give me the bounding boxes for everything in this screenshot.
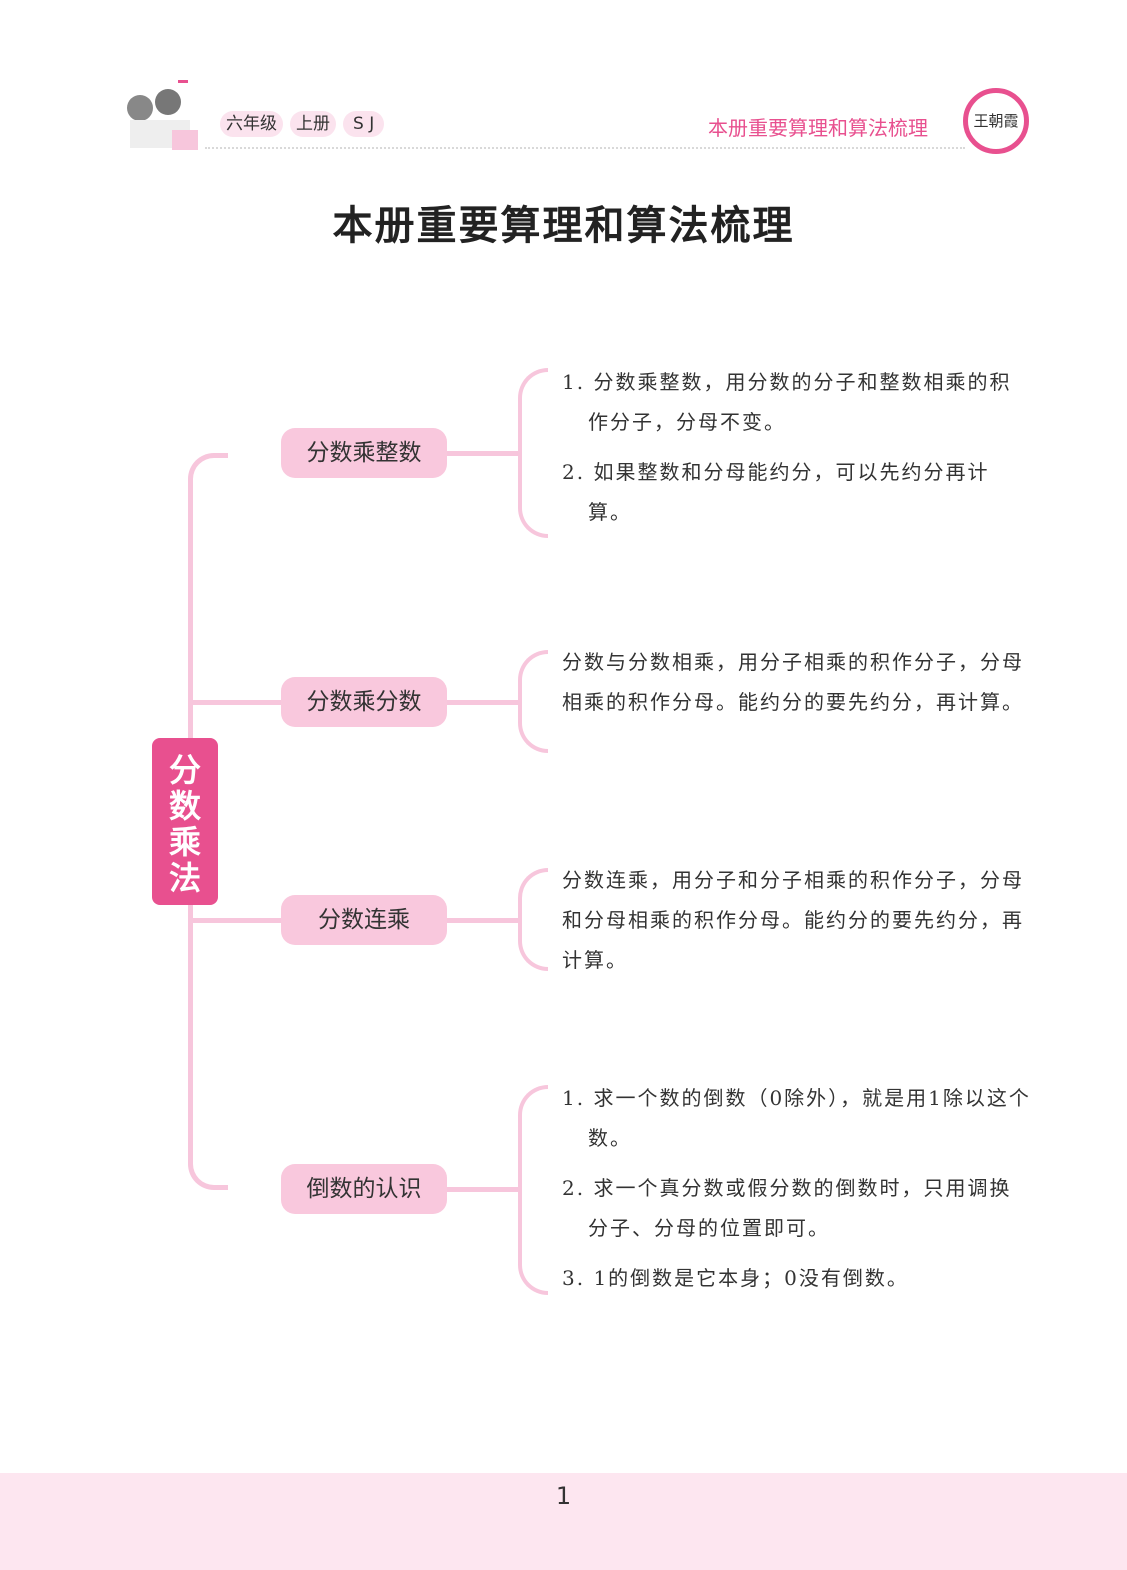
connector — [446, 451, 520, 456]
bracket — [518, 650, 548, 753]
connector — [446, 1187, 520, 1192]
branch-text: 分数连乘，用分子和分子相乘的积作分子，分母和分母相乘的积作分母。能约分的要先约分… — [562, 860, 1032, 990]
bracket — [518, 368, 548, 538]
branch-text: 1. 求一个数的倒数（0除外），就是用1除以这个数。 2. 求一个真分数或假分数… — [562, 1078, 1032, 1308]
rule-item: 1. 分数乘整数，用分数的分子和整数相乘的积作分子，分母不变。 — [562, 370, 1012, 434]
branch-text: 分数与分数相乘，用分子相乘的积作分子，分母相乘的积作分母。能约分的要先约分，再计… — [562, 642, 1032, 732]
page-number: 1 — [555, 1482, 572, 1510]
rule-item: 分数连乘，用分子和分子相乘的积作分子，分母和分母相乘的积作分母。能约分的要先约分… — [562, 868, 1024, 972]
rule-item: 2. 求一个真分数或假分数的倒数时，只用调换分子、分母的位置即可。 — [562, 1176, 1012, 1240]
branch-node: 分数乘整数 — [281, 428, 447, 478]
connector — [446, 700, 520, 705]
volume-label: 上册 — [290, 111, 336, 137]
footer-band — [0, 1473, 1127, 1570]
rule-item: 2. 如果整数和分母能约分，可以先约分再计算。 — [562, 460, 990, 524]
header-divider — [205, 147, 965, 149]
grade-label: 六年级 — [220, 111, 283, 137]
branch-node: 分数乘分数 — [281, 677, 447, 727]
rule-item: 3. 1的倒数是它本身；0没有倒数。 — [562, 1266, 909, 1290]
connector — [446, 918, 520, 923]
center-node: 分数乘法 — [152, 738, 218, 905]
section-title: 本册重要算理和算法梳理 — [708, 116, 928, 140]
children-illustration — [110, 78, 202, 154]
connector — [188, 918, 283, 923]
bracket — [518, 1085, 548, 1295]
bracket — [518, 868, 548, 971]
connector — [188, 700, 283, 705]
branch-node: 倒数的认识 — [281, 1164, 447, 1214]
brand-logo: 王朝霞 — [963, 88, 1029, 154]
rule-item: 分数与分数相乘，用分子相乘的积作分子，分母相乘的积作分母。能约分的要先约分，再计… — [562, 650, 1024, 714]
rule-item: 1. 求一个数的倒数（0除外），就是用1除以这个数。 — [562, 1086, 1031, 1150]
page-title: 本册重要算理和算法梳理 — [332, 203, 795, 249]
branch-text: 1. 分数乘整数，用分数的分子和整数相乘的积作分子，分母不变。 2. 如果整数和… — [562, 362, 1032, 542]
edition-label: S J — [343, 111, 385, 137]
branch-node: 分数连乘 — [281, 895, 447, 945]
